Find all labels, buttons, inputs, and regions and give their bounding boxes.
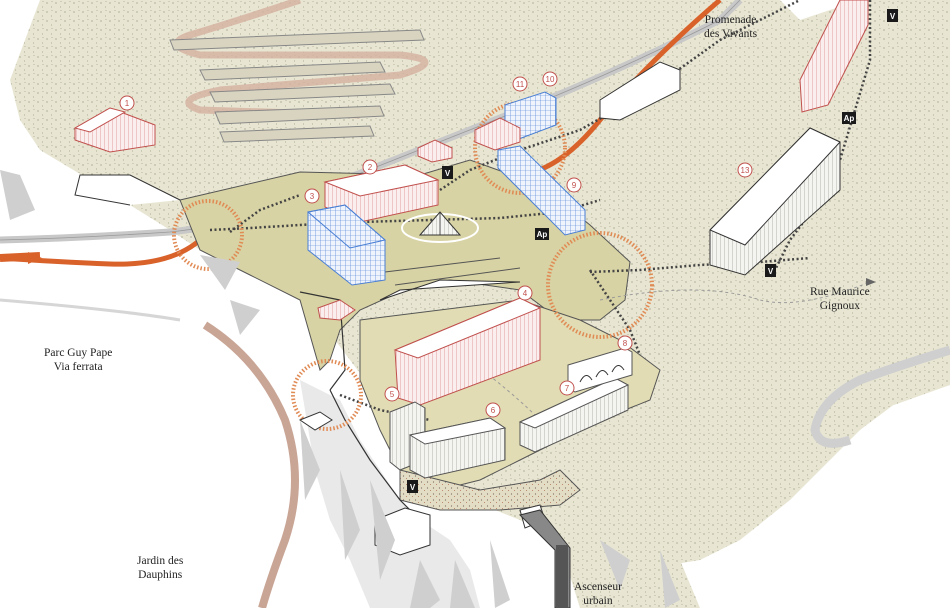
svg-text:5: 5: [390, 390, 395, 399]
svg-text:9: 9: [572, 181, 577, 190]
svg-text:Ap: Ap: [844, 114, 855, 123]
svg-text:8: 8: [623, 339, 628, 348]
svg-text:6: 6: [491, 406, 496, 415]
svg-text:13: 13: [741, 166, 750, 175]
label-promenade: Promenade des Vivants: [704, 13, 757, 41]
svg-text:1: 1: [125, 99, 130, 108]
number-2: 2: [362, 159, 378, 175]
pavilion: [401, 211, 479, 243]
number-10: 10: [542, 71, 558, 87]
building-1: [73, 107, 156, 153]
label-ascenseur-line2: urbain: [583, 595, 613, 607]
marker-v-top: V: [887, 9, 898, 22]
terraces: [169, 29, 425, 143]
elevator-shaft: [519, 509, 571, 608]
building-5-6: [389, 401, 507, 479]
label-jardin-line2: Dauphins: [138, 569, 183, 581]
building-9: [497, 145, 586, 236]
number-5: 5: [384, 386, 400, 402]
label-ascenseur-line1: Ascenseur: [574, 581, 622, 593]
number-7: 7: [559, 380, 575, 396]
number-3: 3: [304, 188, 320, 204]
beige-switchback: [173, 0, 429, 119]
svg-text:V: V: [445, 169, 451, 178]
number-9: 9: [566, 177, 582, 193]
svg-text:2: 2: [368, 163, 373, 172]
svg-text:V: V: [890, 12, 896, 21]
svg-text:10: 10: [546, 75, 555, 84]
label-rue-line1: Rue Maurice: [810, 286, 870, 298]
number-8: 8: [617, 335, 633, 351]
svg-text:3: 3: [310, 192, 315, 201]
svg-text:11: 11: [516, 80, 525, 89]
label-rue: Rue Maurice Gignoux: [810, 285, 870, 313]
promenade-wall: [599, 61, 681, 121]
svg-text:V: V: [768, 267, 774, 276]
small-house: [417, 139, 453, 163]
svg-text:Ap: Ap: [537, 230, 548, 239]
light-routes: [439, 281, 871, 421]
marker-ap-center: Ap: [535, 228, 549, 240]
label-rue-line2: Gignoux: [819, 300, 860, 312]
label-parc: Parc Guy Pape Via ferrata: [44, 346, 112, 374]
label-jardin: Jardin des Dauphins: [137, 554, 183, 582]
label-promenade-line2: des Vivants: [704, 28, 758, 40]
beige-path: [202, 321, 299, 608]
building-2: [323, 164, 440, 223]
number-6: 6: [485, 402, 501, 418]
marker-ap-top: Ap: [842, 112, 856, 124]
marker-v-center: V: [442, 166, 453, 179]
number-4: 4: [517, 285, 533, 301]
building-13: [709, 127, 841, 276]
number-1: 1: [119, 95, 135, 111]
building-3: [306, 204, 387, 286]
number-13: 13: [737, 162, 753, 178]
rue-arrow: [866, 278, 876, 286]
walking-routes: [209, 0, 872, 422]
rock-shards: [0, 170, 680, 608]
svg-text:7: 7: [565, 384, 570, 393]
marker-v-bottom: V: [407, 480, 418, 493]
guard-house: [317, 299, 356, 321]
label-ascenseur: Ascenseur urbain: [574, 580, 622, 608]
svg-text:4: 4: [523, 289, 528, 298]
building-11: [474, 117, 521, 151]
label-parc-line2: Via ferrata: [53, 361, 103, 373]
focus-circles: [172, 101, 654, 431]
svg-text:V: V: [410, 483, 416, 492]
number-11: 11: [512, 76, 528, 92]
top-right-building: [799, 0, 869, 113]
label-jardin-line1: Jardin des: [137, 555, 184, 567]
label-parc-line1: Parc Guy Pape: [44, 347, 113, 359]
marker-v-right: V: [765, 264, 776, 277]
label-promenade-line1: Promenade: [704, 14, 757, 26]
